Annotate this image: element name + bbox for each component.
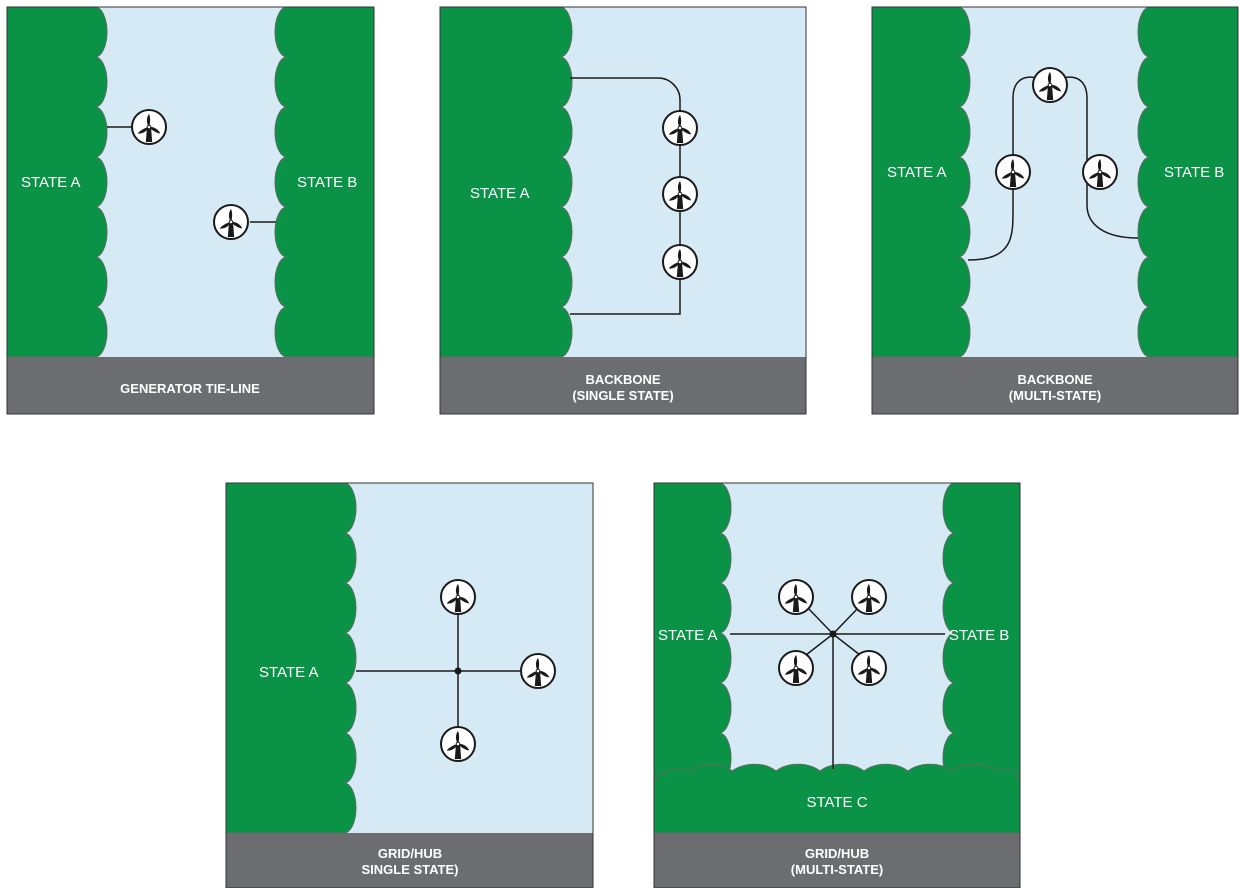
panel-grid-hub-single-state: STATE A GRID/HUB SINGLE STATE)	[225, 482, 594, 888]
wind-turbine-icon	[851, 579, 887, 615]
state-label: STATE C	[806, 794, 867, 811]
panel-grid-hub-multi-state: STATE A STATE B STATE C GRID/HUB (MULTI-…	[653, 482, 1021, 888]
backbone-line	[570, 77, 681, 315]
hub-spur	[805, 605, 834, 635]
panel-border	[653, 482, 1021, 888]
wind-turbine-icon	[213, 204, 249, 240]
wind-turbine-icon	[662, 176, 698, 212]
land-state-a	[6, 6, 108, 358]
wind-turbine-icon	[995, 154, 1031, 190]
state-label: STATE A	[887, 164, 946, 181]
panel-caption: (MULTI-STATE)	[791, 862, 883, 877]
land-state-b	[274, 6, 375, 358]
land-state-a	[225, 482, 357, 834]
hub-spur	[805, 633, 834, 656]
panel-caption: BACKBONE	[1017, 372, 1092, 387]
panel-generator-tie-line: STATE A STATE B GENERATOR TIE-LINE	[6, 6, 375, 415]
land-state-b	[1137, 6, 1239, 358]
caption-bar	[226, 833, 593, 888]
land-state-b	[942, 482, 1021, 784]
caption-bar	[440, 357, 806, 414]
panel-caption: BACKBONE	[585, 372, 660, 387]
wind-turbine-icon	[131, 109, 167, 145]
caption-bar	[654, 833, 1020, 888]
wind-turbine-icon	[778, 579, 814, 615]
state-label: STATE B	[1164, 164, 1224, 181]
land-state-c	[653, 763, 1021, 834]
wind-turbine-icon	[440, 726, 476, 762]
hub-spur	[832, 633, 861, 656]
wind-turbine-icon	[662, 110, 698, 146]
panel-caption: GRID/HUB	[805, 846, 869, 861]
panel-caption: GENERATOR TIE-LINE	[120, 381, 260, 396]
state-label: STATE A	[259, 664, 318, 681]
state-label: STATE A	[21, 174, 80, 191]
wind-turbine-icon	[1082, 154, 1118, 190]
wind-turbine-icon	[440, 579, 476, 615]
panel-caption: GRID/HUB	[378, 846, 442, 861]
land-state-a	[653, 482, 732, 784]
panel-border	[225, 482, 594, 888]
caption-bar	[872, 357, 1238, 414]
panel-border	[871, 6, 1239, 415]
state-label: STATE B	[949, 627, 1009, 644]
land-state-a	[871, 6, 971, 358]
panel-border	[439, 6, 807, 415]
panel-backbone-multi-state: STATE A STATE B BACKBONE (MULTI-STATE)	[871, 6, 1239, 415]
hub-spur	[832, 605, 861, 635]
caption-bar	[7, 357, 374, 414]
hub-node	[829, 630, 837, 638]
wind-turbine-icon	[662, 244, 698, 280]
panel-caption: (SINGLE STATE)	[572, 388, 673, 403]
panel-border	[6, 6, 375, 415]
panel-caption: (MULTI-STATE)	[1009, 388, 1101, 403]
panel-caption: SINGLE STATE)	[361, 862, 458, 877]
state-label: STATE A	[658, 627, 717, 644]
wind-turbine-icon	[520, 653, 556, 689]
state-label: STATE A	[470, 185, 529, 202]
wind-turbine-icon	[778, 650, 814, 686]
wind-turbine-icon	[1032, 67, 1068, 103]
land-state-a	[439, 6, 573, 358]
hub-node	[454, 667, 462, 675]
state-label: STATE B	[297, 174, 357, 191]
wind-turbine-icon	[851, 650, 887, 686]
panel-backbone-single-state: STATE A BACKBONE (SINGLE STATE)	[439, 6, 807, 415]
